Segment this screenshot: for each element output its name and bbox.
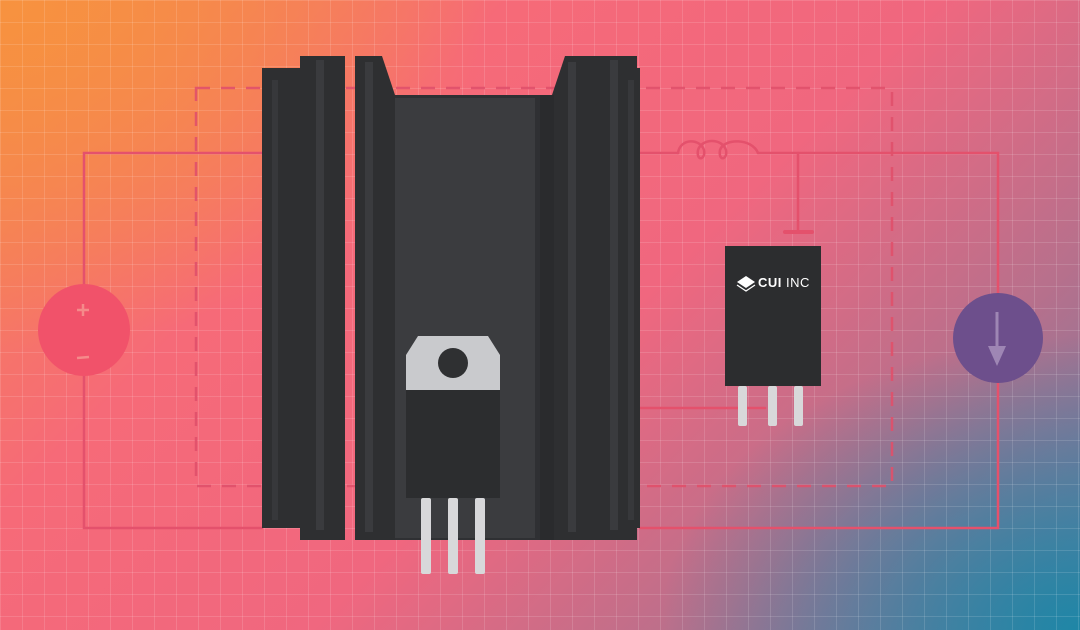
brand-bold: CUI	[758, 275, 782, 290]
pin	[448, 498, 458, 574]
brand-thin: INC	[786, 275, 810, 290]
pin	[421, 498, 431, 574]
pin	[475, 498, 485, 574]
cui-stacked-layers-logo	[736, 276, 756, 292]
to220-transistor	[406, 336, 500, 574]
current-sink-arrow-icon	[953, 293, 1043, 383]
cui-switching-regulator	[725, 246, 821, 426]
pin	[794, 386, 803, 426]
pin	[738, 386, 747, 426]
pin	[768, 386, 777, 426]
dashed-enclosure	[194, 86, 894, 488]
inductor-coil-icon	[676, 139, 760, 160]
cui-brand-label: CUI INC	[758, 275, 810, 290]
voltage-source-icon	[38, 284, 130, 376]
